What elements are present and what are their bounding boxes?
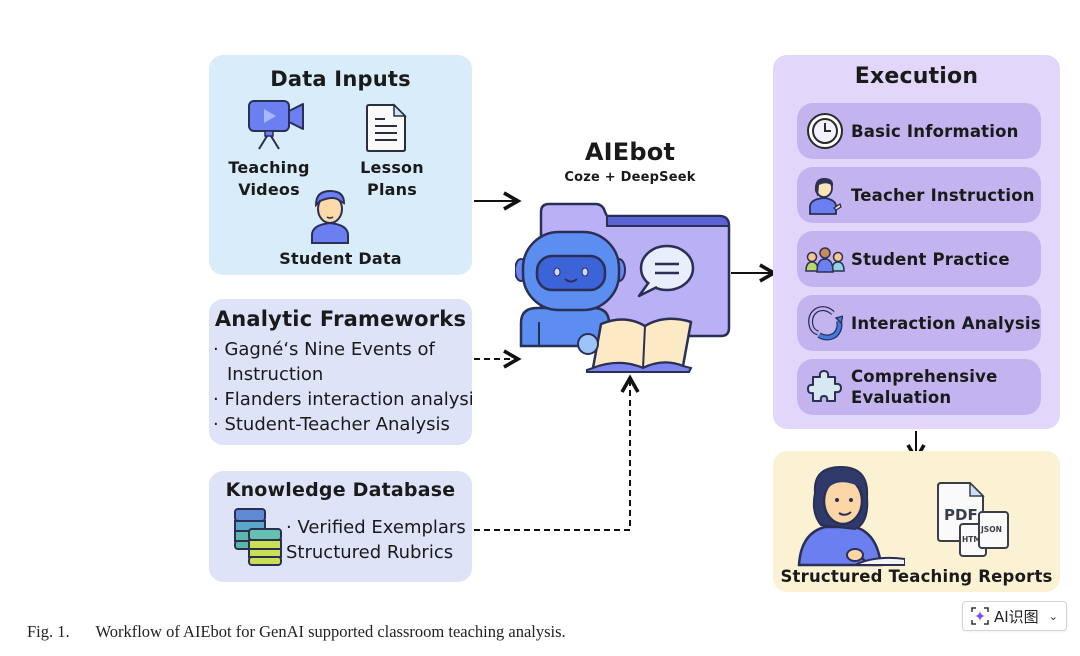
html-label: HTML [962,535,986,544]
puzzle-icon [805,367,845,407]
execution-item-basic-information: Basic Information [797,103,1041,159]
execution-item-student-practice: Student Practice [797,231,1041,287]
knowledge-item: Structured Rubrics [286,542,454,563]
framework-item-text: · Gagné‘s Nine Events of [213,339,435,360]
cycle-icon [805,303,845,343]
knowledge-item: · Verified Exemplars [286,517,466,538]
label-line: Lesson [360,158,424,177]
analytic-frameworks-panel: Analytic Frameworks · Gagné‘s Nine Event… [209,299,472,445]
report-files-icon: PDF HTML JSON [937,482,1009,557]
execution-item-label: Student Practice [851,249,1010,269]
video-camera-icon [248,100,304,150]
label-line: Plans [367,180,417,199]
framework-item-text-cont: Instruction [227,364,324,385]
chevron-down-icon[interactable]: ⌄ [1048,609,1058,623]
label-line: Comprehensive [851,367,998,386]
knowledge-title: Knowledge Database [225,479,456,501]
caption-text: Workflow of AIEbot for GenAI supported c… [95,622,566,641]
knowledge-items: · Verified Exemplars Structured Rubrics [286,515,466,565]
frameworks-title: Analytic Frameworks [214,307,467,331]
label-line: Videos [238,180,300,199]
framework-item: · Gagné‘s Nine Events of Instruction [213,337,472,387]
json-label: JSON [980,525,1002,534]
data-inputs-panel: Data Inputs Teaching Videos Lesson Plans… [209,55,472,275]
framework-item: · Flanders interaction analysis [213,389,472,410]
execution-item-interaction-analysis: Interaction Analysis [797,295,1041,351]
label-line: Teaching [228,158,310,177]
clock-icon [805,111,845,151]
execution-item-teacher-instruction: Teacher Instruction [797,167,1041,223]
knowledge-database-panel: Knowledge Database · Verified Exemplars … [209,471,472,582]
ai-scan-icon [971,607,989,625]
label-line: Evaluation [851,388,952,407]
structured-reports-panel: PDF HTML JSON Structured Teaching Report… [773,451,1060,592]
reports-title: Structured Teaching Reports [780,567,1053,586]
teacher-icon [805,175,845,215]
lesson-plans-label: Lesson Plans [349,157,435,201]
execution-title: Execution [854,64,979,89]
teaching-videos-label: Teaching Videos [223,157,315,201]
execution-item-label: Interaction Analysis [851,313,1041,333]
bot-subtitle: Coze + DeepSeek [564,170,696,185]
framework-item: · Student-Teacher Analysis [213,414,450,435]
ai-button-label: AI识图 [994,607,1039,626]
database-icon [234,508,282,566]
execution-item-label: Basic Information [851,121,1019,141]
group-icon [805,239,845,279]
figure-number: Fig. 1. [27,622,70,641]
figure-caption: Fig. 1. Workflow of AIEbot for GenAI sup… [27,622,566,642]
execution-panel: Execution Basic Information Teacher Inst… [773,55,1060,429]
execution-item-label: Comprehensive Evaluation [851,366,997,408]
pdf-label: PDF [944,506,978,524]
execution-item-comprehensive-evaluation: Comprehensive Evaluation [797,359,1041,415]
frameworks-list: · Gagné‘s Nine Events of Instruction · F… [213,337,472,437]
student-icon [311,189,349,244]
ai-recognize-button[interactable]: AI识图 ⌄ [962,601,1067,631]
document-icon [366,103,407,152]
student-data-label: Student Data [279,249,402,268]
robot-folder-icon [515,202,731,373]
bot-title: AIEbot [584,138,676,166]
execution-item-label: Teacher Instruction [851,185,1035,205]
data-inputs-title: Data Inputs [270,67,411,91]
arrow-knowledge-to-bot [474,374,640,531]
teacher-writing-icon [797,465,905,567]
